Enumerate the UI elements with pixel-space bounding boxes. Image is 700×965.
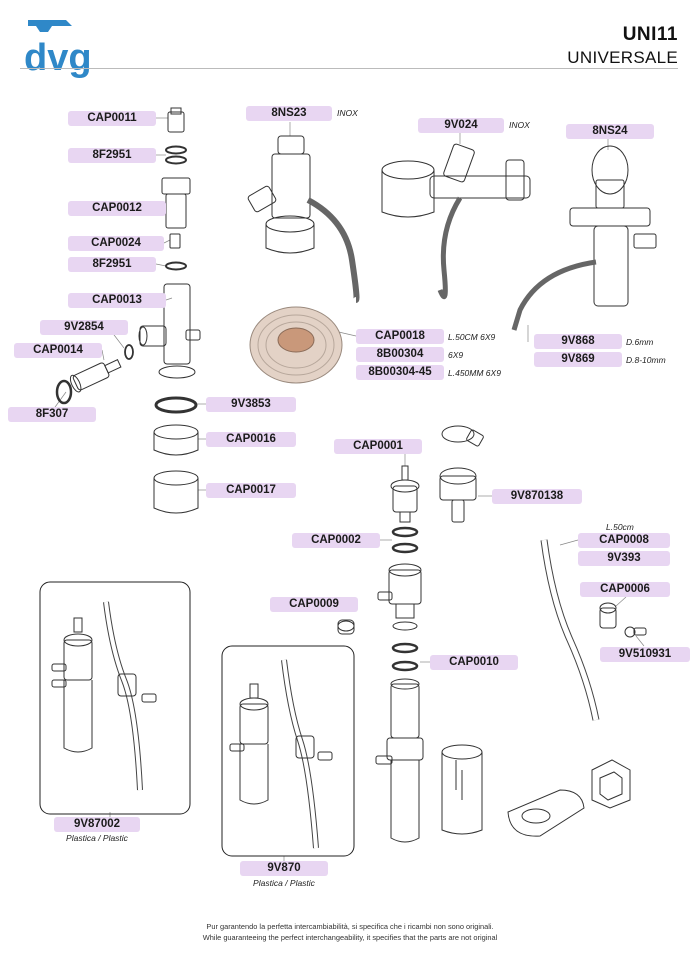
cap0016-shape (153, 424, 199, 456)
cap0006-shape (599, 602, 617, 629)
label-cap0010: CAP0010 (430, 655, 518, 670)
label-cap0012: CAP0012 (68, 201, 166, 216)
label-cap0006: CAP0006 (580, 582, 670, 597)
caption-9v870-material: Plastica / Plastic (253, 878, 315, 888)
footer-disclaimer-en: While guaranteeing the perfect interchan… (202, 933, 498, 942)
cap0011-shape (167, 107, 185, 133)
sleeve-shape (441, 744, 483, 835)
label-cap0018: CAP0018 (356, 329, 444, 344)
oring-8f307 (55, 379, 73, 405)
label-cap0017: CAP0017 (206, 483, 296, 498)
note-inox-b: INOX (509, 120, 530, 130)
caption-9v87002-material: Plastica / Plastic (66, 833, 128, 843)
p8ns24-shape (511, 145, 657, 331)
label-cap0002: CAP0002 (292, 533, 380, 548)
cap0001-shape (390, 465, 420, 523)
cap0012-shape (161, 177, 191, 229)
oring-9v3853 (154, 396, 198, 414)
label-8ns24: 8NS24 (566, 124, 654, 139)
label-9v87002: 9V87002 (54, 817, 140, 832)
label-8f307: 8F307 (8, 407, 96, 422)
dvg-logo: dvg (22, 16, 94, 83)
label-cap0011: CAP0011 (68, 111, 156, 126)
label-cap0024: CAP0024 (68, 236, 164, 251)
label-cap0014: CAP0014 (14, 343, 102, 358)
header-divider (20, 68, 678, 69)
label-cap0009: CAP0009 (270, 597, 358, 612)
svg-text:dvg: dvg (24, 37, 92, 78)
note-9v868-spec: D.6mm (626, 337, 654, 347)
p9v870-shape (229, 659, 333, 849)
label-9v870138: 9V870138 (492, 489, 582, 504)
leader-lines (49, 117, 645, 864)
note-9v869-spec: D.8-10mm (626, 355, 666, 365)
label-9v393: 9V393 (578, 551, 670, 566)
cap0017-shape (153, 470, 199, 514)
label-cap0001: CAP0001 (334, 439, 422, 454)
label-cap0013: CAP0013 (68, 293, 166, 308)
oring-9v2854 (124, 344, 134, 360)
label-9v024: 9V024 (418, 118, 504, 133)
p9v87002-shape (51, 601, 157, 791)
note-8b00304-45-spec: L.450MM 6X9 (448, 368, 501, 378)
oring-cap0002-b (391, 542, 419, 554)
label-9v3853: 9V3853 (206, 397, 296, 412)
label-9v510931: 9V510931 (600, 647, 690, 662)
label-cap0008: CAP0008 (578, 533, 670, 548)
cap0008-tube (540, 539, 600, 721)
oring-cap0002-a (391, 526, 419, 538)
p9v870138-shape (439, 425, 484, 523)
note-inox-a: INOX (337, 108, 358, 118)
label-9v870: 9V870 (240, 861, 328, 876)
p9v87002-box (39, 581, 191, 815)
p9v870-box (221, 645, 355, 857)
label-8f2951-a: 8F2951 (68, 148, 156, 163)
label-8b00304-45: 8B00304-45 (356, 365, 444, 380)
oring-8f2951-b (165, 261, 187, 271)
label-8f2951-b: 8F2951 (68, 257, 156, 272)
p9v510931-shape (624, 626, 647, 638)
label-8b00304: 8B00304 (356, 347, 444, 362)
label-9v869: 9V869 (534, 352, 622, 367)
cap0018-tube-coil (249, 306, 343, 384)
p9v024-shape (381, 143, 531, 300)
note-cap0008-len: L.50cm (606, 522, 634, 532)
p8ns23-shape (247, 135, 360, 303)
oring-cap0010-a (391, 642, 419, 654)
cap0010-body (375, 678, 424, 843)
label-9v868: 9V868 (534, 334, 622, 349)
cap0009-shape (337, 619, 355, 635)
oring-8f2951-a (165, 145, 187, 155)
oring-cap0010-b (391, 660, 419, 672)
cap0002-body (377, 563, 422, 631)
note-8b00304-spec: 6X9 (448, 350, 464, 360)
footer-disclaimer-it: Pur garantendo la perfetta intercambiabi… (206, 922, 494, 931)
page-title: UNI11 (622, 24, 678, 45)
label-8ns23: 8NS23 (246, 106, 332, 121)
cap0013-shape (138, 283, 201, 379)
page-subtitle: UNIVERSALE (567, 48, 678, 67)
cap0014-shape (69, 359, 122, 393)
note-cap0018-spec: L.50CM 6X9 (448, 332, 496, 342)
cap0024-shape (169, 233, 181, 249)
label-9v2854: 9V2854 (40, 320, 128, 335)
label-cap0016: CAP0016 (206, 432, 296, 447)
bracket-shape (507, 759, 631, 837)
